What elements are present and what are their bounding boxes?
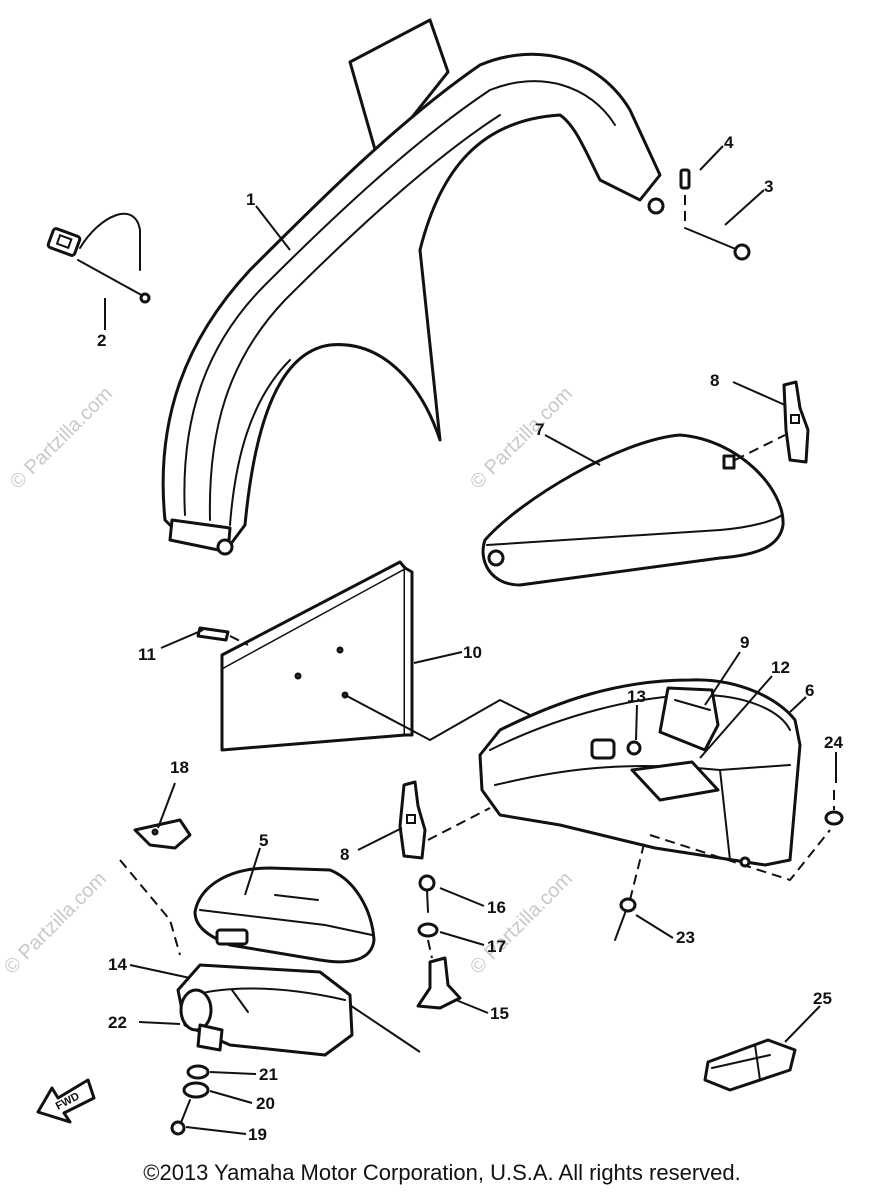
callout-20: 20 [256,1094,275,1113]
callout-10: 10 [463,643,482,662]
rivet-11 [196,626,230,642]
watermark-left: © Partzilla.com [6,383,117,494]
callout-1: 1 [246,190,255,209]
bracket-15 [416,956,462,1010]
cover-5 [193,866,376,964]
callout-8-bottom: 8 [340,845,349,864]
washer-17 [417,922,439,938]
watermark-lower-center: © Partzilla.com [466,868,577,979]
band-25 [703,1038,797,1092]
screw-23 [614,897,637,941]
callout-19: 19 [248,1125,267,1144]
callout-24: 24 [824,733,843,752]
callout-7: 7 [535,420,544,439]
plate-10 [220,560,414,752]
clip-8-bottom [398,780,427,860]
callout-5: 5 [259,831,268,850]
callout-3: 3 [764,177,773,196]
callout-18: 18 [170,758,189,777]
nut-4 [679,168,691,190]
washer-24 [824,810,844,826]
callout-21: 21 [259,1065,278,1084]
callout-15: 15 [490,1004,509,1023]
callout-16: 16 [487,898,506,917]
bolt-19 [170,1099,191,1136]
washer-21 [186,1064,210,1080]
callout-11: 11 [138,645,156,664]
callout-25: 25 [813,989,832,1008]
callout-4: 4 [724,133,734,152]
callout-12: 12 [771,658,790,677]
callouts: 1 2 3 4 5 6 7 8 8 9 10 11 12 13 14 15 16… [97,133,843,1144]
copyright-notice: ©2013 Yamaha Motor Corporation, U.S.A. A… [143,1160,741,1185]
side-cover [481,433,785,587]
front-direction-marker: FWD [36,1078,96,1124]
rear-fender [161,18,665,556]
callout-17: 17 [487,937,506,956]
callout-13: 13 [627,687,646,706]
callout-8-top: 8 [710,371,719,390]
key-cable [46,212,151,304]
leader-lines [104,145,837,1135]
callout-9: 9 [740,633,749,652]
callout-23: 23 [676,928,695,947]
washer-20 [182,1081,210,1099]
callout-2: 2 [97,331,106,350]
callout-14: 14 [108,955,127,974]
watermark-lower-left: © Partzilla.com [0,868,111,979]
bolt-3 [684,227,751,261]
watermark-center: © Partzilla.com [466,383,577,494]
bracket-9 [658,686,720,752]
callout-22: 22 [108,1013,127,1032]
clip-8-top [782,380,810,464]
callout-6: 6 [805,681,814,700]
bracket-18 [133,818,192,850]
bolt-16 [418,874,436,913]
pad-12 [630,760,720,802]
clamp-22 [179,988,224,1052]
